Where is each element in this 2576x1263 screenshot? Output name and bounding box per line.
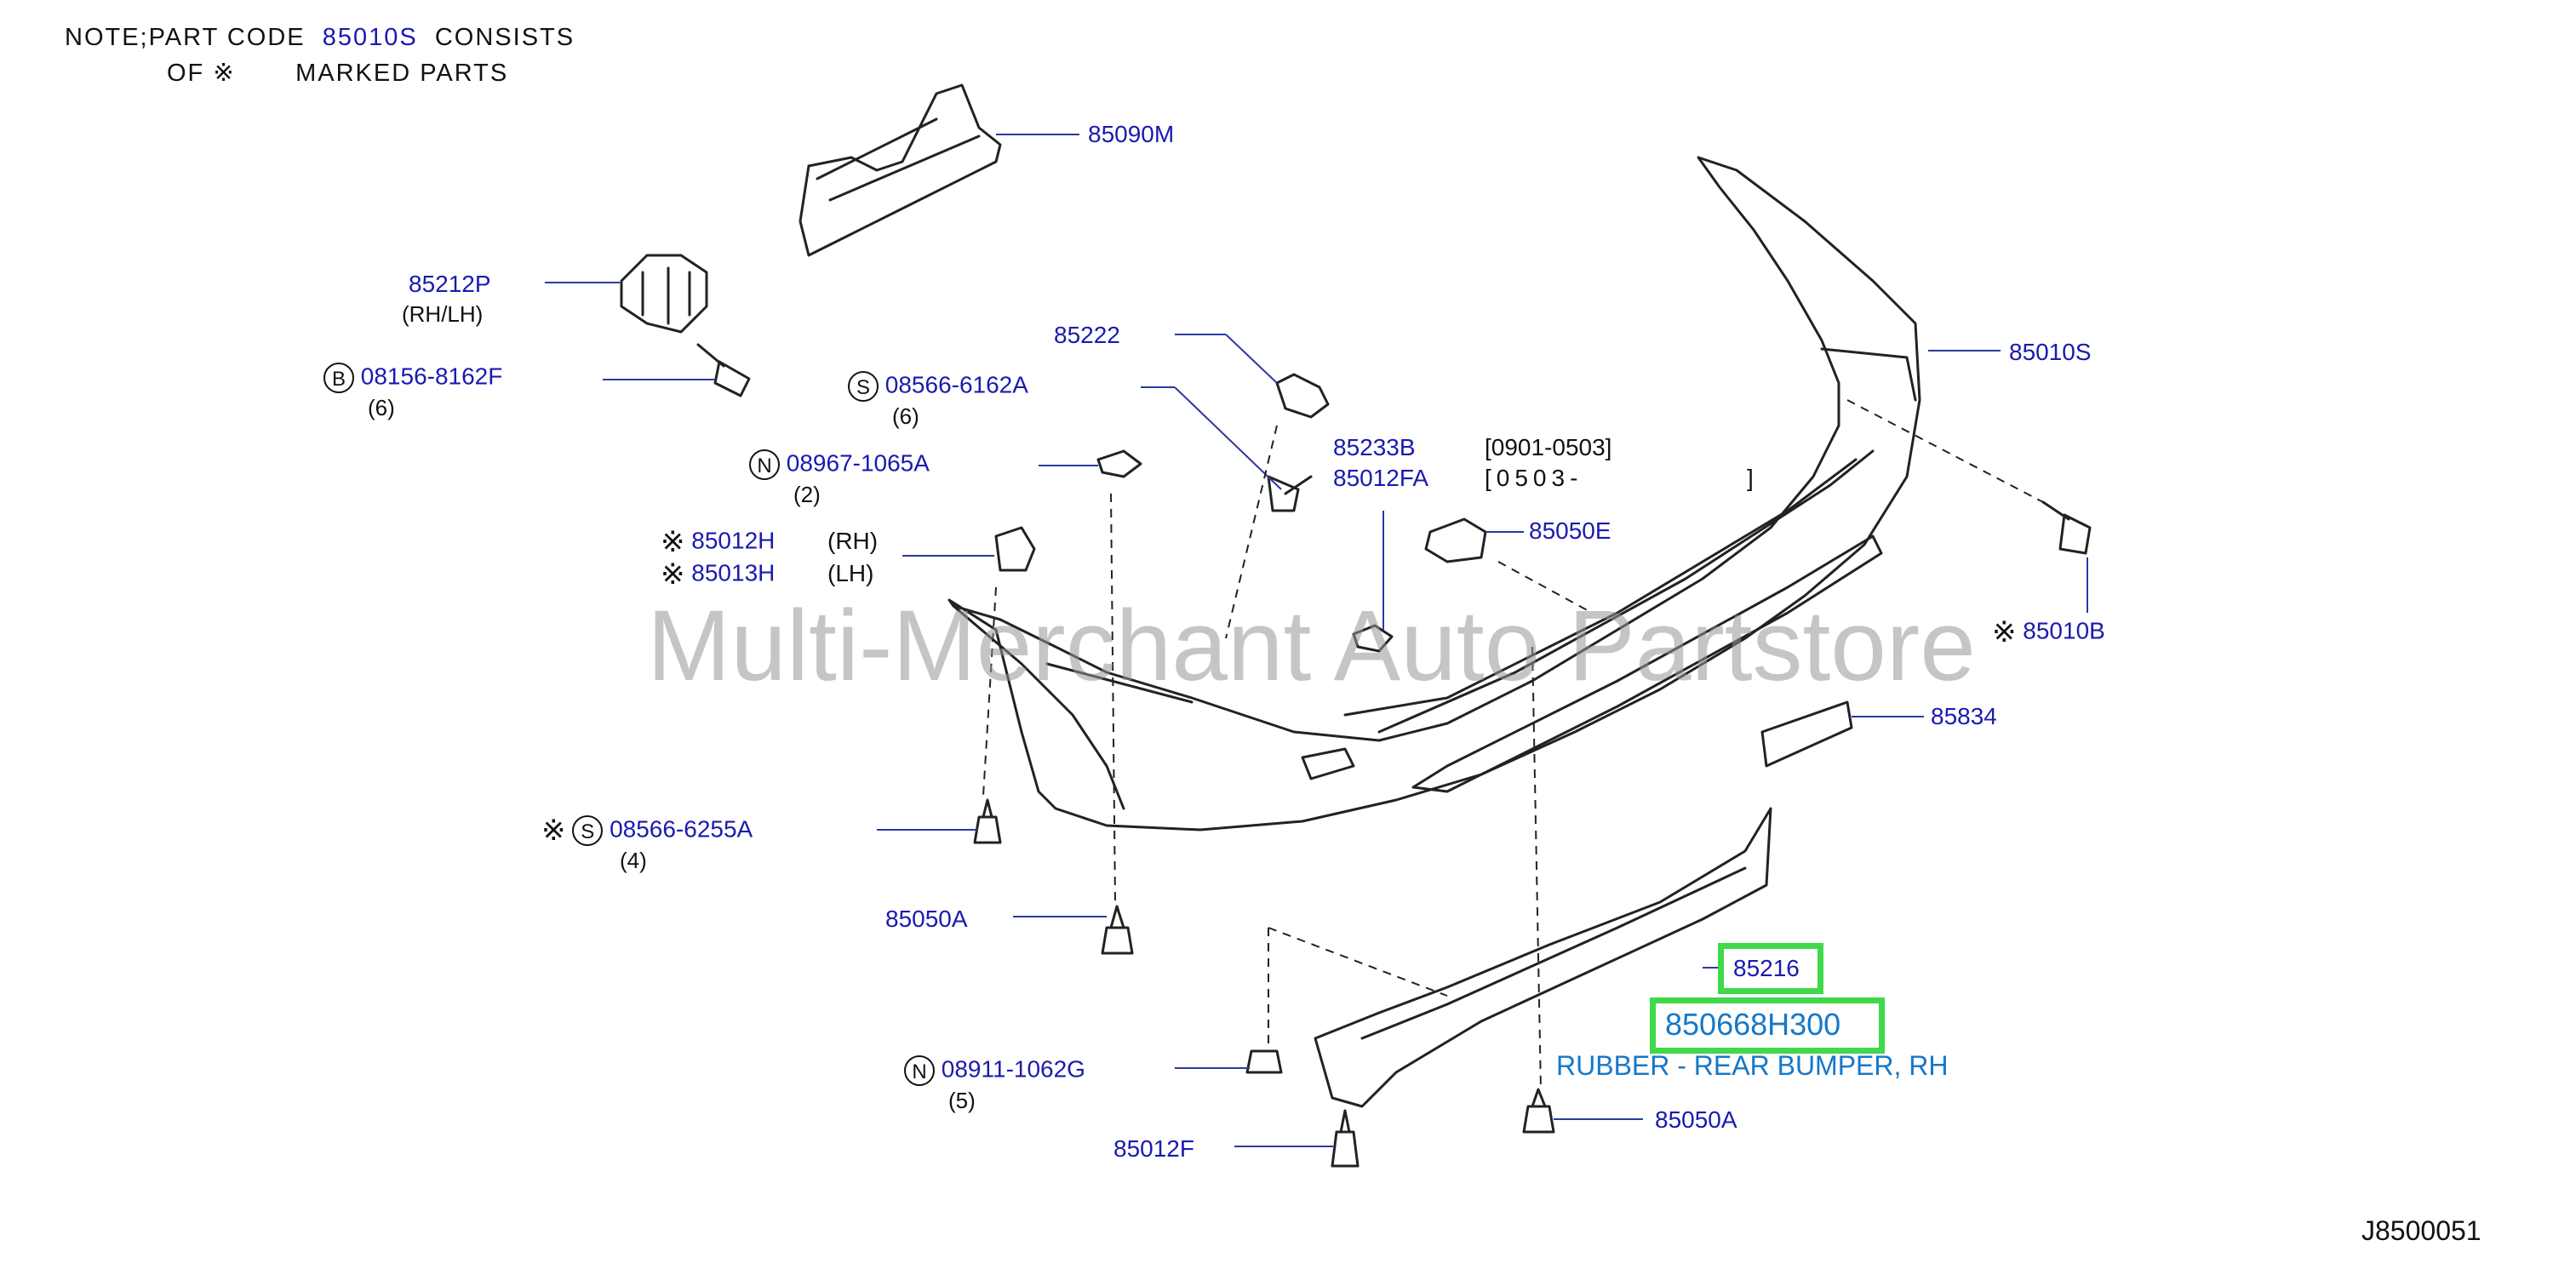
- part-label-850668H300[interactable]: 850668H300: [1665, 1007, 1841, 1042]
- part-label-08967-1065A[interactable]: 08967-1065A: [786, 449, 930, 477]
- part-label-85012F[interactable]: 85012F: [1113, 1135, 1194, 1162]
- note-suffix: CONSISTS: [434, 24, 575, 51]
- part-label-85834[interactable]: 85834: [1931, 703, 1997, 729]
- nut-n-icon: N: [749, 449, 780, 480]
- highlight-box-850668H300: [1650, 997, 1885, 1054]
- part-label-08566-6255A[interactable]: 08566-6255A: [610, 815, 753, 843]
- part-qty-08566-6255A: (4): [620, 848, 647, 873]
- part-label-08156-8162F[interactable]: 08156-8162F: [360, 363, 503, 390]
- part-qty-08911: (5): [948, 1088, 976, 1113]
- part-label-85222[interactable]: 85222: [1054, 322, 1120, 348]
- marked-part-icon: ※: [541, 814, 566, 847]
- marked-part-icon: ※: [1992, 616, 2017, 649]
- part-label-85013H[interactable]: 85013H: [691, 559, 776, 586]
- date-range-2-end: ]: [1747, 465, 1754, 491]
- date-range-1: [0901-0503]: [1485, 434, 1612, 460]
- part-qty-08566-6162A: (6): [892, 403, 919, 429]
- part-label-08911-1062G[interactable]: 08911-1062G: [941, 1055, 1085, 1083]
- part-label-85090M[interactable]: 85090M: [1088, 121, 1175, 147]
- watermark: Multi-Merchant Auto Partstore: [647, 590, 1976, 702]
- nut-n-icon: N: [904, 1055, 935, 1086]
- part-description: RUBBER - REAR BUMPER, RH: [1556, 1050, 1949, 1081]
- marked-part-icon: ※: [661, 526, 685, 558]
- part-label-85012FA[interactable]: 85012FA: [1333, 465, 1429, 491]
- date-range-2: [0503-: [1485, 465, 1583, 491]
- note-marked-parts: MARKED PARTS: [295, 60, 509, 87]
- part-row-08156: B 08156-8162F: [323, 363, 502, 393]
- part-label-85050A-right[interactable]: 85050A: [1655, 1106, 1737, 1133]
- part-side-85013H: (LH): [827, 560, 874, 586]
- part-qty-08156: (6): [368, 395, 395, 420]
- note-code: 85010S: [322, 24, 418, 51]
- part-label-85012H[interactable]: 85012H: [691, 527, 776, 554]
- screw-s-icon: S: [848, 371, 879, 402]
- diagram-code: J8500051: [2361, 1215, 2482, 1246]
- bracket-85212P: [620, 254, 708, 334]
- highlight-box-85216: [1718, 943, 1823, 994]
- part-label-85216[interactable]: 85216: [1733, 955, 1800, 981]
- under-tray: [1314, 807, 1772, 1108]
- part-row-08967: N 08967-1065A: [749, 449, 930, 480]
- part-label-85212P[interactable]: 85212P: [409, 271, 491, 297]
- rear-bumper-fascia: [947, 156, 1921, 832]
- note-prefix: NOTE;PART CODE: [65, 24, 306, 51]
- part-label-85050A-left[interactable]: 85050A: [885, 906, 968, 932]
- part-qty-08967: (2): [793, 482, 821, 507]
- part-label-85233B[interactable]: 85233B: [1333, 434, 1416, 460]
- screw-s-icon: S: [572, 815, 604, 846]
- part-row-08911: N 08911-1062G: [904, 1055, 1085, 1086]
- note-mark-icon: ※: [213, 60, 236, 87]
- note-line-2: OF ※ MARKED PARTS: [167, 61, 508, 86]
- part-label-85010S[interactable]: 85010S: [2009, 339, 2092, 365]
- note-of: OF: [167, 60, 205, 87]
- marked-part-icon: ※: [661, 558, 685, 591]
- part-row-85010B: ※ 85010B: [1992, 618, 2105, 647]
- part-label-85010B[interactable]: 85010B: [2023, 617, 2105, 644]
- part-label-08566-6162A[interactable]: 08566-6162A: [884, 371, 1028, 398]
- part-row-85012H: ※ 85012H: [661, 528, 775, 557]
- part-row-08566-6162A: S 08566-6162A: [848, 371, 1028, 402]
- part-row-85013H: ※ 85013H: [661, 560, 775, 589]
- part-label-85050E[interactable]: 85050E: [1529, 517, 1611, 544]
- part-side-85012H: (RH): [827, 528, 879, 554]
- part-row-08566-6255A: ※ S 08566-6255A: [541, 815, 753, 846]
- reinforcement-beam: [799, 83, 1002, 257]
- part-qty-85212P: (RH/LH): [402, 301, 484, 327]
- note-line-1: NOTE;PART CODE 85010S CONSISTS: [65, 26, 575, 50]
- bolt-b-icon: B: [323, 363, 354, 393]
